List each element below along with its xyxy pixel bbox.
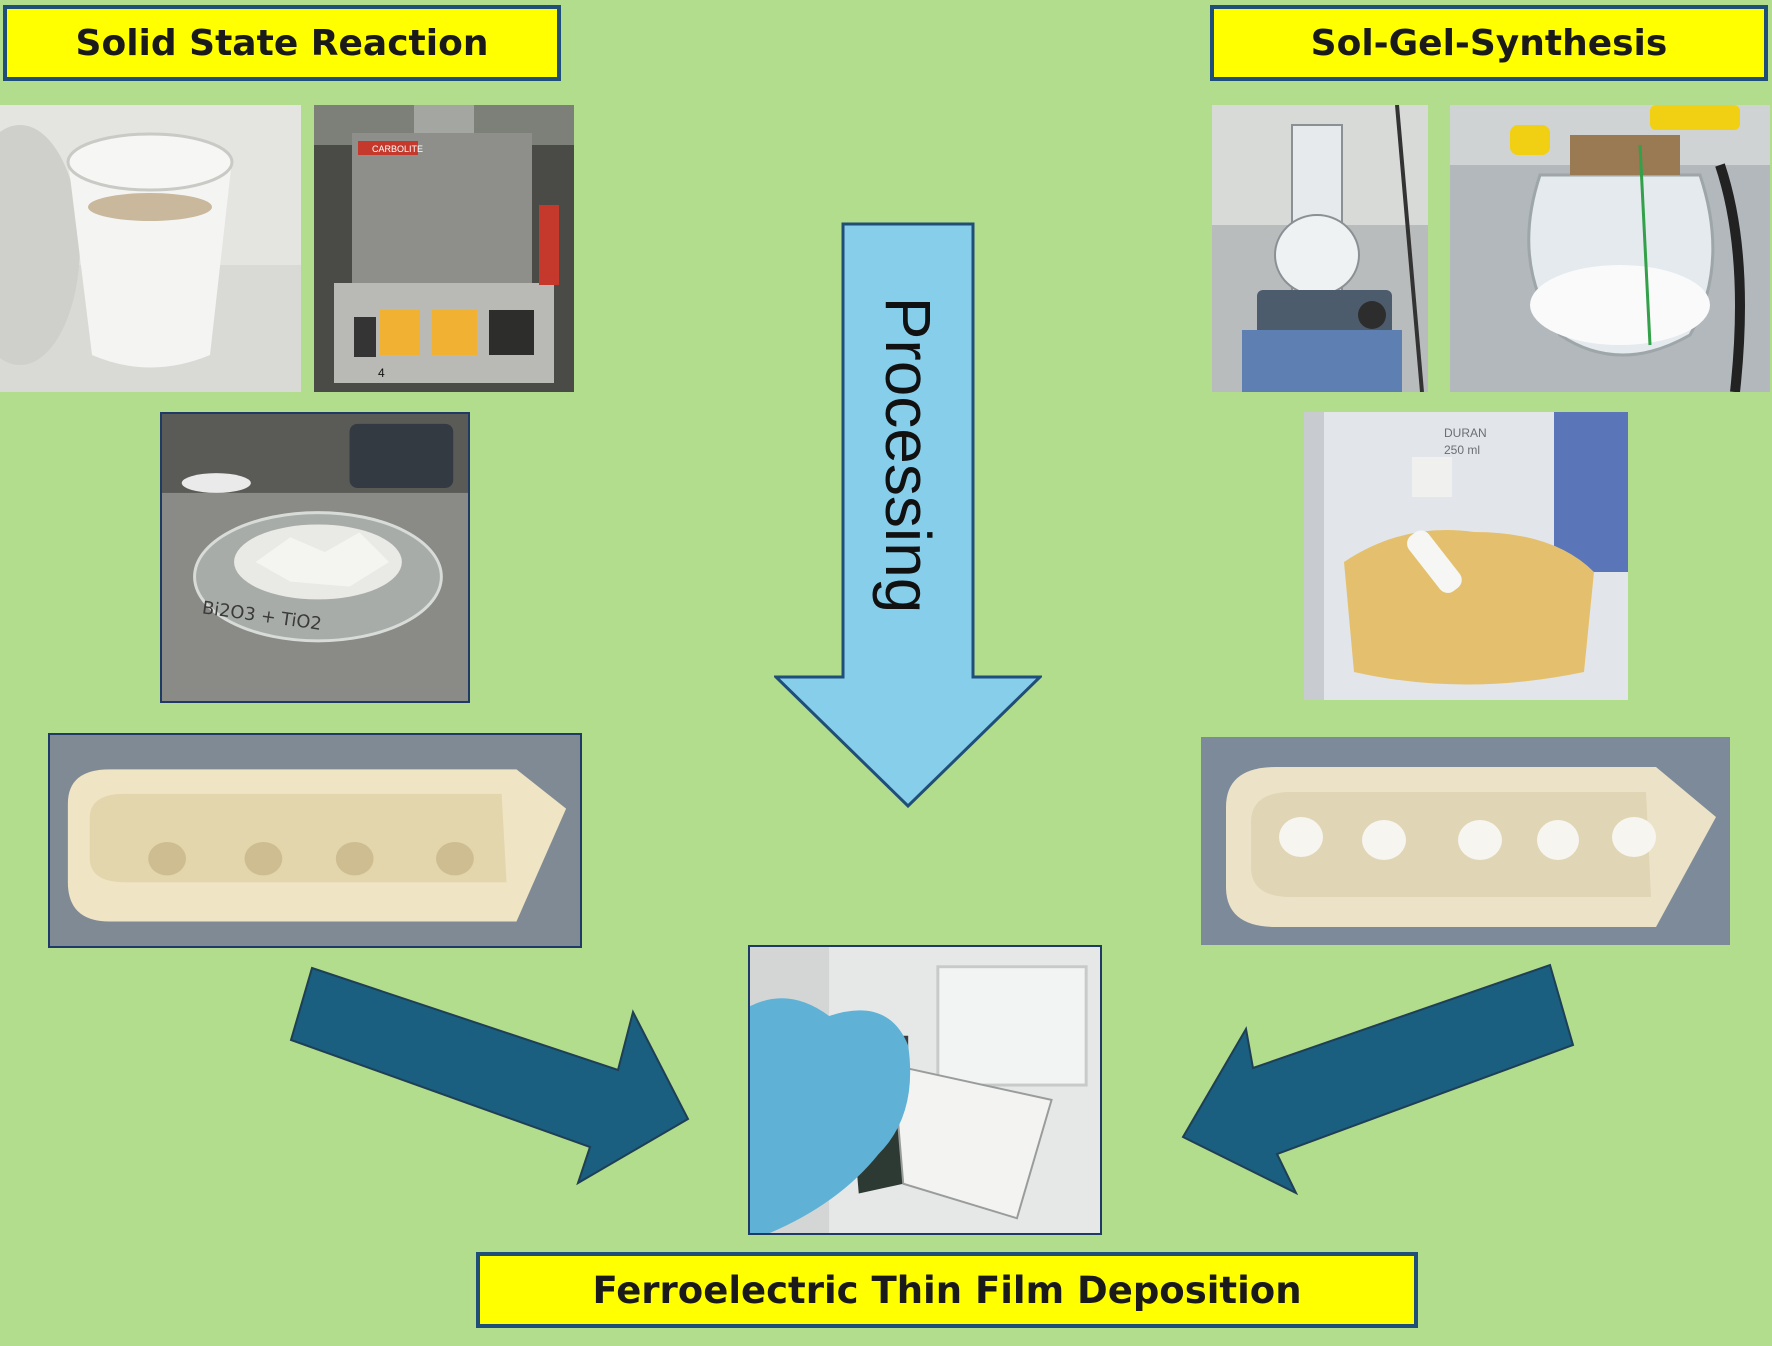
thin-film-substrate-photo	[748, 945, 1102, 1235]
right-diagonal-arrow	[1181, 963, 1575, 1195]
solid-state-reaction-label: Solid State Reaction	[3, 5, 561, 81]
processing-down-arrow	[774, 222, 1042, 808]
petri-dish-powder-photo: Bi2O3 + TiO2	[160, 412, 470, 703]
crucible-photo	[0, 105, 301, 392]
processing-label: Processing	[872, 296, 944, 614]
sintered-pellets-boat-right-photo	[1201, 737, 1730, 945]
furnace-brand-text: CARBOLITE	[372, 144, 423, 154]
beaker-brand-text: DURAN	[1444, 426, 1487, 440]
sintered-pellets-boat-left-photo	[48, 733, 582, 948]
solid-state-reaction-text: Solid State Reaction	[75, 22, 489, 64]
left-diagonal-arrow	[289, 966, 690, 1186]
sol-gel-synthesis-text: Sol-Gel-Synthesis	[1310, 22, 1668, 64]
furnace-number-text: 4	[378, 366, 385, 380]
reaction-flask-photo	[1450, 105, 1770, 392]
reactor-stirrer-photo	[1212, 105, 1428, 392]
furnace-photo: CARBOLITE 4	[314, 105, 574, 392]
beaker-volume-text: 250 ml	[1444, 443, 1480, 457]
sol-gel-synthesis-label: Sol-Gel-Synthesis	[1210, 5, 1768, 81]
ferroelectric-thin-film-deposition-label: Ferroelectric Thin Film Deposition	[476, 1252, 1418, 1328]
beaker-granules-photo: DURAN 250 ml	[1304, 412, 1628, 700]
ferroelectric-thin-film-deposition-text: Ferroelectric Thin Film Deposition	[592, 1268, 1302, 1312]
